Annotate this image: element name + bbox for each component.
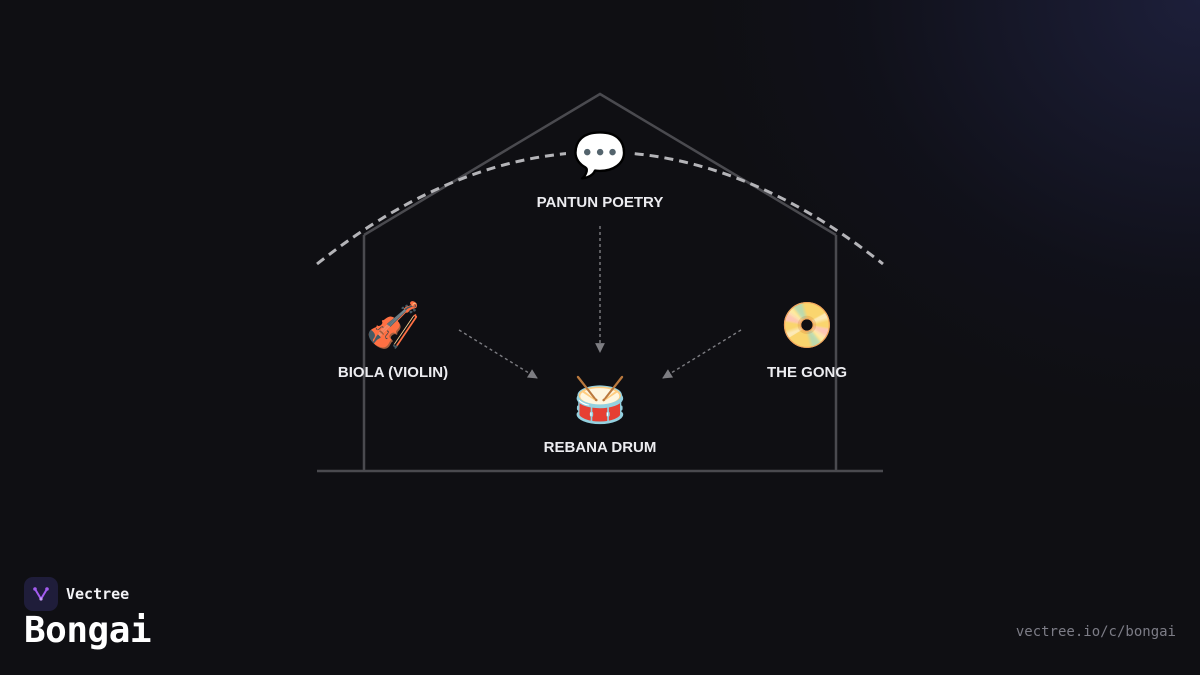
node-pantun-poetry: 💬 PANTUN POETRY: [537, 122, 664, 211]
brand: Vectree: [24, 577, 129, 611]
violin-icon: 🎻: [366, 300, 421, 350]
page-url[interactable]: vectree.io/c/bongai: [1015, 624, 1176, 640]
node-the-gong: 📀 THE GONG: [767, 300, 847, 381]
disc-gong-icon: 📀: [780, 300, 835, 351]
drum-icon: 🥁: [573, 375, 628, 425]
biola-violin-label: BIOLA (VIOLIN): [338, 364, 448, 381]
node-biola-violin: 🎻 BIOLA (VIOLIN): [338, 300, 448, 381]
connector-arrows: [458, 226, 742, 379]
pantun-poetry-label: PANTUN POETRY: [537, 194, 664, 211]
dashed-arc: [316, 150, 884, 266]
vectree-logo-icon: [24, 577, 58, 611]
page-title: Bongai: [24, 610, 152, 651]
arrow-biola-to-rebana: [458, 329, 538, 379]
pantun-icon-backdrop: [566, 122, 634, 182]
the-gong-label: THE GONG: [767, 364, 847, 381]
speech-balloon-icon: 💬: [573, 130, 628, 180]
arrow-gong-to-rebana: [662, 329, 742, 379]
brand-name: Vectree: [66, 585, 130, 603]
node-rebana-drum: 🥁 REBANA DRUM: [544, 375, 657, 456]
rebana-drum-label: REBANA DRUM: [544, 439, 657, 456]
